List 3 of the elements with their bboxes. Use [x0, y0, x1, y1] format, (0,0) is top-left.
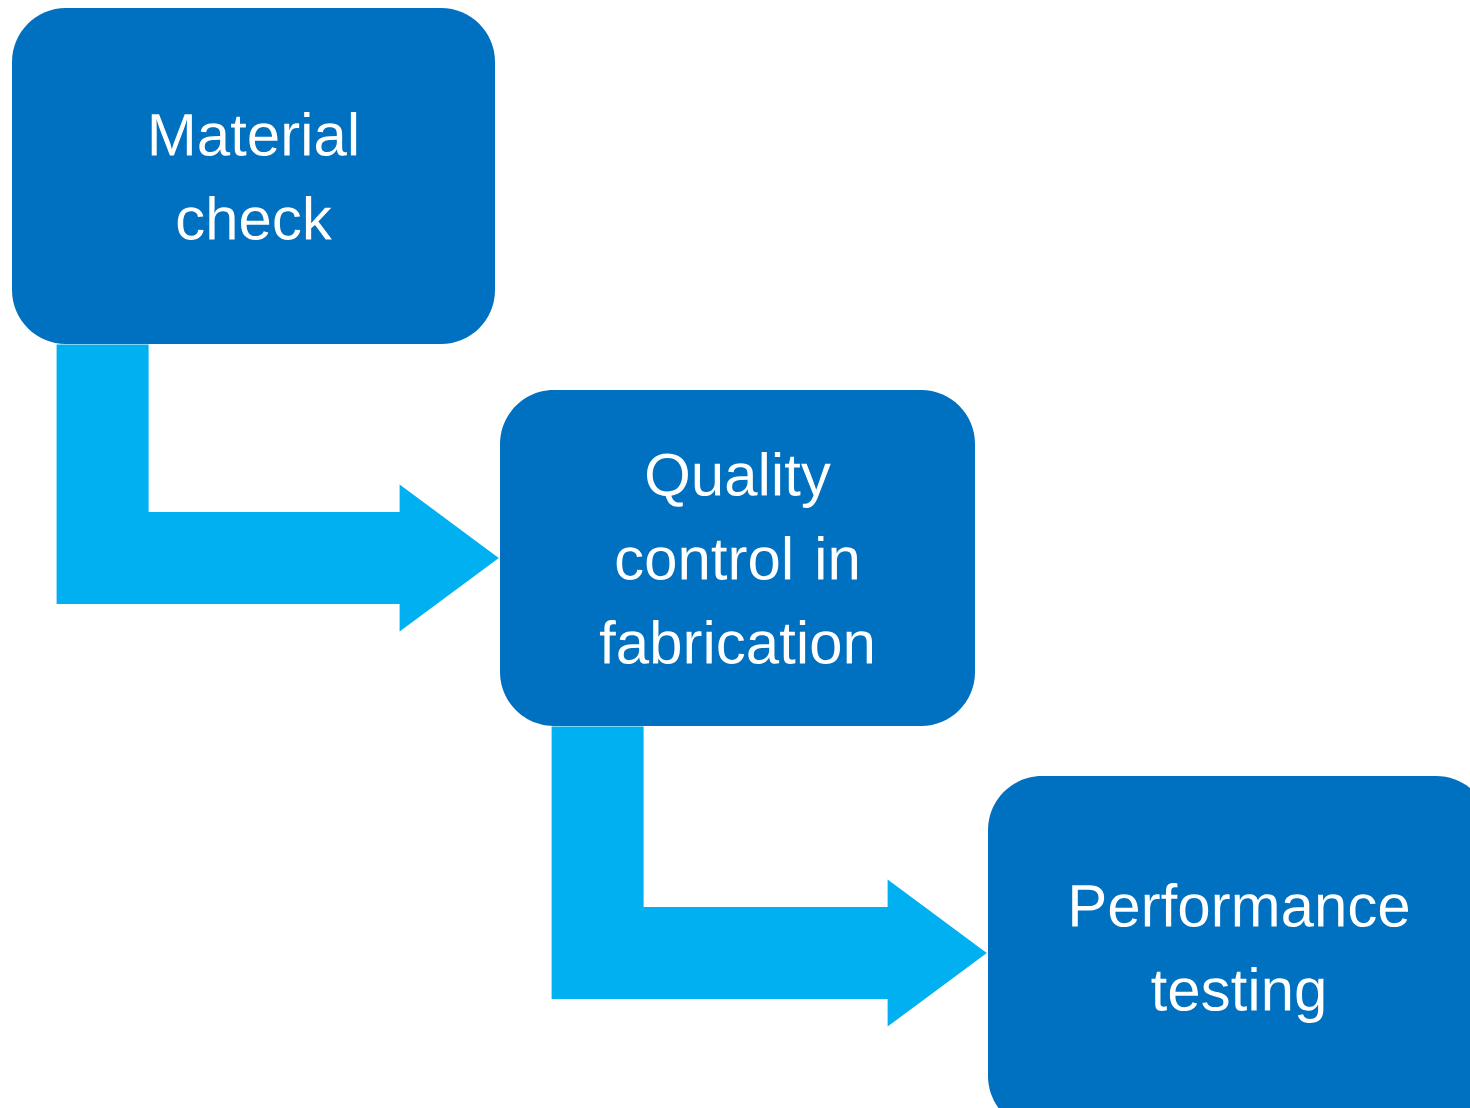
process-box: Quality control in fabrication [500, 390, 975, 726]
process-box: Performance testing [988, 776, 1470, 1108]
process-box: Material check [12, 8, 495, 344]
